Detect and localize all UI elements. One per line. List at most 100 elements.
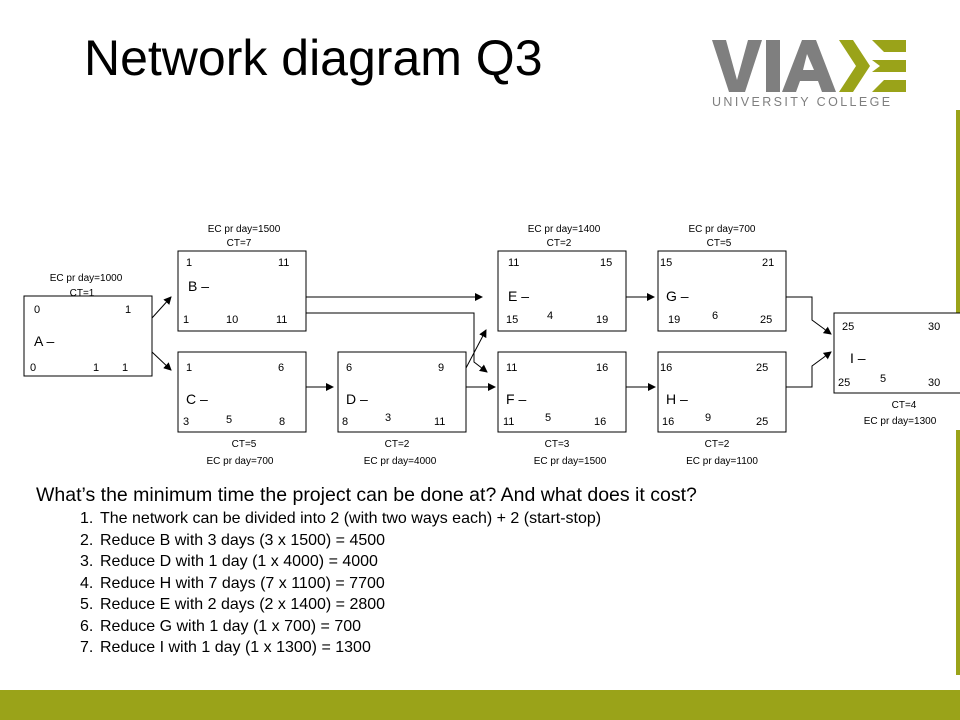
node-f-ec: EC pr day=1500 [534, 456, 607, 467]
step-item: 2. Reduce B with 3 days (3 x 1500) = 4500 [80, 530, 601, 552]
node-h-ef: 25 [756, 362, 768, 374]
node-a-ct: CT=1 [70, 288, 95, 299]
step-number: 1. [80, 510, 94, 527]
via-university-college-logo: UNIVERSITY COLLEGE [712, 40, 906, 109]
node-b-ef: 11 [278, 257, 289, 269]
node-c-box [177, 351, 307, 433]
step-text: The network can be divided into 2 (with … [100, 510, 602, 527]
arrow-g-to-i [786, 296, 832, 335]
node-e-box [497, 250, 627, 332]
step-item: 7.Reduce I with 1 day (1 x 1300) = 1300 [80, 637, 601, 659]
node-a: 0 1 A – 0 1 1 EC pr day=1000 CT=1 [23, 273, 153, 377]
node-g-ls: 19 [668, 314, 680, 326]
step-item: 6. Reduce G with 1 day (1 x 700) = 700 [80, 616, 601, 638]
arrow-a-to-c [151, 351, 172, 371]
step-number: 2. [80, 531, 94, 549]
node-g-ec: EC pr day=700 [689, 224, 756, 235]
node-i-duration: 5 [880, 373, 886, 385]
node-f-ef: 16 [596, 362, 608, 374]
node-b-box [177, 250, 307, 332]
node-f-duration: 5 [545, 412, 551, 424]
node-b-es: 1 [186, 257, 192, 269]
footer-accent-bar [0, 690, 960, 720]
node-e-duration: 4 [547, 310, 553, 322]
network-diagram: 0 1 A – 0 1 1 EC pr day=1000 CT=1 1 11 B… [23, 224, 960, 467]
question-text: What’s the minimum time the project can … [36, 484, 697, 506]
step-number: 6. [80, 617, 94, 635]
node-d: 6 9 D – 8 3 11 CT=2 EC pr day=4000 [337, 351, 467, 467]
node-i-ef: 30 [928, 321, 940, 333]
node-g-lf: 25 [760, 314, 772, 326]
node-b: 1 11 B – 1 10 11 EC pr day=1500 CT=7 [177, 224, 307, 332]
node-h-es: 16 [660, 362, 672, 374]
node-d-duration: 3 [385, 412, 391, 424]
node-a-duration: 1 [93, 362, 99, 374]
node-f-box [497, 351, 627, 433]
node-d-lf: 11 [434, 416, 445, 428]
node-a-box [23, 295, 153, 377]
node-e-ef: 15 [600, 257, 612, 269]
node-e-label: E – [508, 288, 529, 304]
dependency-arrows [151, 293, 832, 391]
step-item: 4. Reduce H with 7 days (7 x 1100) = 7700 [80, 573, 601, 595]
node-b-lf: 11 [276, 314, 287, 326]
node-c-label: C – [186, 391, 208, 407]
node-i-label: I – [850, 350, 866, 366]
node-h-label: H – [666, 391, 688, 407]
step-text: Reduce B with 3 days (3 x 1500) = 4500 [100, 531, 386, 549]
node-h-ct: CT=2 [705, 439, 730, 450]
node-d-ef: 9 [438, 362, 444, 374]
node-f-lf: 16 [594, 416, 606, 428]
node-i-es: 25 [842, 321, 854, 333]
node-c-ls: 3 [183, 416, 189, 428]
node-h-ec: EC pr day=1100 [686, 456, 758, 467]
node-f-label: F – [506, 391, 526, 407]
node-d-ec: EC pr day=4000 [364, 456, 437, 467]
step-text: Reduce G with 1 day (1 x 700) = 700 [100, 617, 362, 635]
step-item: 1. The network can be divided into 2 (wit… [80, 508, 602, 530]
node-e: 11 15 E – 15 4 19 EC pr day=1400 CT=2 [497, 224, 627, 332]
node-i-ec: EC pr day=1300 [864, 416, 937, 427]
step-number: 7. [80, 639, 94, 656]
step-number: 4. [80, 574, 94, 592]
node-i-box [833, 312, 960, 394]
node-d-ls: 8 [342, 416, 348, 428]
node-f-ct: CT=3 [545, 439, 570, 450]
node-c: 1 6 C – 3 5 8 CT=5 EC pr day=700 [177, 351, 307, 467]
arrow-a-to-b [151, 296, 172, 319]
page-title: Network diagram Q3 [84, 30, 543, 86]
node-a-ls: 0 [30, 362, 36, 374]
node-b-label: B – [188, 278, 209, 294]
step-number: 3. [80, 553, 94, 570]
node-c-lf: 8 [279, 416, 285, 428]
node-d-box [337, 351, 467, 433]
node-h: 16 25 H – 16 9 25 CT=2 EC pr day=1100 [657, 351, 787, 467]
node-e-es: 11 [508, 257, 519, 269]
node-c-ct: CT=5 [232, 439, 257, 450]
node-f: 11 16 F – 11 5 16 CT=3 EC pr day=1500 [497, 351, 627, 467]
node-g-es: 15 [660, 257, 672, 269]
node-c-es: 1 [186, 362, 192, 374]
node-e-lf: 19 [596, 314, 608, 326]
node-g-label: G – [666, 288, 689, 304]
step-text: Reduce H with 7 days (7 x 1100) = 7700 [100, 574, 385, 592]
node-b-duration: 10 [226, 314, 238, 326]
step-item: 3. Reduce D with 1 day (1 x 4000) = 4000 [80, 551, 601, 573]
node-b-ec: EC pr day=1500 [208, 224, 281, 235]
node-b-ct: CT=7 [227, 238, 252, 249]
node-g-box [657, 250, 787, 332]
step-text: Reduce D with 1 day (1 x 4000) = 4000 [100, 553, 378, 570]
node-d-label: D – [346, 391, 368, 407]
step-number: 5. [80, 596, 94, 613]
node-e-ct: CT=2 [547, 238, 572, 249]
arrow-b-to-f [306, 312, 488, 373]
node-h-box [657, 351, 787, 433]
arrow-d-to-e [465, 329, 487, 369]
node-b-ls: 1 [183, 314, 189, 326]
step-text: Reduce E with 2 days (2 x 1400) = 2800 [100, 596, 386, 613]
node-h-ls: 16 [662, 416, 674, 428]
node-i: 25 30 I – 25 5 30 CT=4 EC pr day=1300 [833, 312, 960, 427]
node-h-duration: 9 [705, 412, 711, 424]
node-d-ct: CT=2 [385, 439, 410, 450]
accent-side-line-bottom [956, 430, 960, 675]
